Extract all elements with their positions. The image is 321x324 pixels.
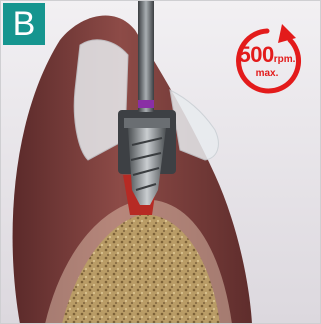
speed-readout: 500rpm. <box>230 44 304 66</box>
drill-depth-marker <box>138 100 154 108</box>
guide-sleeve-rim <box>124 118 170 128</box>
speed-badge: 500rpm. max. <box>230 24 304 98</box>
speed-unit: rpm. <box>274 54 296 65</box>
drill-shaft <box>138 0 154 112</box>
speed-qualifier: max. <box>230 68 304 79</box>
panel-label: B <box>3 3 45 45</box>
speed-value: 500 <box>239 42 274 67</box>
